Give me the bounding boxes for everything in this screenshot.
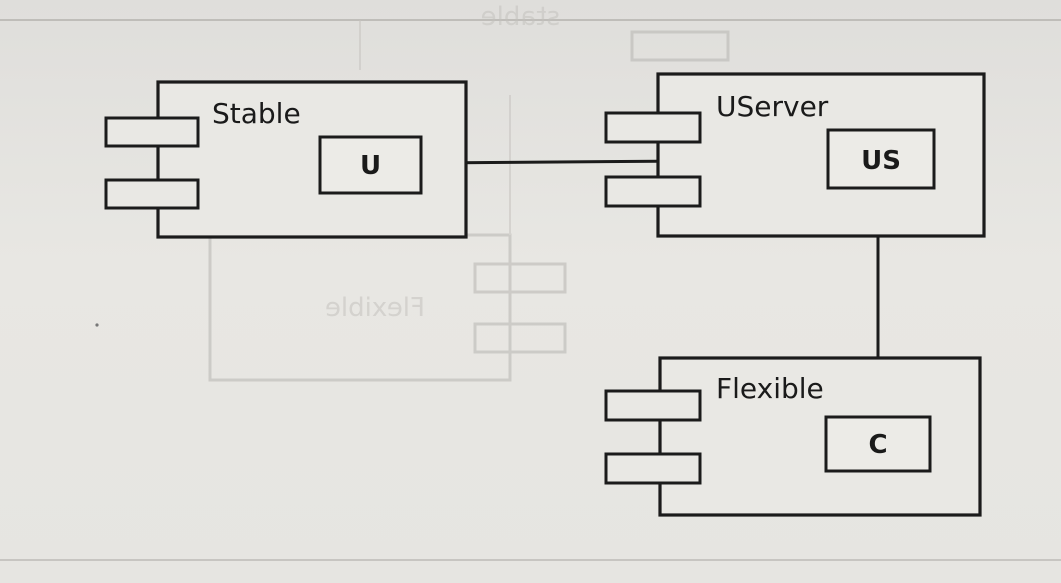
component-stable[interactable]: Stable U [104,80,468,239]
ghost-title: Flexible [325,293,425,323]
component-title: Stable [212,97,301,130]
component-userver[interactable]: UServer US [604,72,986,238]
component-tab-upper [604,389,702,422]
ghost-note: stable [481,2,560,32]
component-tab-lower [104,178,200,210]
port-c-box[interactable] [824,415,932,473]
component-title: Flexible [716,372,824,405]
component-flexible[interactable]: Flexible C [604,356,982,517]
ghost-tab-upper [473,262,567,294]
port-c-label: C [868,430,887,460]
component-tab-upper [604,111,702,144]
component-title: UServer [716,90,829,123]
port-us-label: US [861,146,901,176]
component-tab-upper [104,116,200,148]
dot-mark [95,323,99,327]
ghost-small-box [630,30,730,62]
port-u-label: U [360,151,381,181]
component-tab-lower [604,452,702,485]
show-through: Flexible stable [208,2,730,382]
port-us-box[interactable] [826,128,936,190]
component-tab-lower [604,175,702,208]
port-u-box[interactable] [318,135,423,195]
ghost-tab-lower [473,322,567,354]
